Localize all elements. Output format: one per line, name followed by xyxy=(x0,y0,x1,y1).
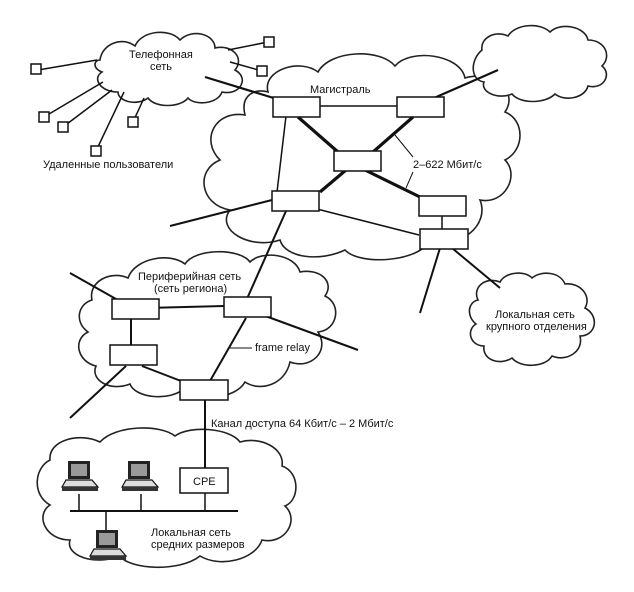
backbone-left-link xyxy=(169,199,273,227)
empty-cloud xyxy=(472,24,608,103)
phone-line xyxy=(227,41,269,51)
peripheral-switch xyxy=(109,344,158,366)
peripheral-switch xyxy=(223,296,272,318)
remote-user-terminal xyxy=(38,111,50,123)
backbone-high-speed-link xyxy=(318,168,348,194)
backbone-empty-cloud-link xyxy=(433,68,499,100)
peripheral-external-link xyxy=(259,313,359,351)
cpe-label: CPE xyxy=(193,476,216,488)
large-branch-lan-label: Локальная сеть xyxy=(495,309,575,321)
telephone-network-label: Телефонная xyxy=(129,49,193,61)
peripheral-network-label: Периферийная сеть xyxy=(138,271,241,283)
frame-relay-link xyxy=(209,317,247,382)
peripheral-external-link xyxy=(69,365,127,419)
backbone-high-speed-link xyxy=(371,115,415,154)
peripheral-external-link xyxy=(69,272,117,300)
backbone-link xyxy=(312,207,420,236)
remote-user-terminal xyxy=(57,121,69,133)
backbone-switch xyxy=(396,96,445,118)
phone-line xyxy=(37,59,98,71)
frame-relay-label: frame relay xyxy=(255,342,311,354)
backbone-down-link xyxy=(419,247,441,314)
backbone-switch xyxy=(271,190,320,212)
medium-lan-label: средних размеров xyxy=(151,539,245,551)
backbone-large-lan-link xyxy=(451,247,501,289)
workstation-icon xyxy=(88,530,128,560)
access-channel-label: Канал доступа 64 Кбит/с – 2 Мбит/с xyxy=(211,418,394,430)
peripheral-switch xyxy=(111,298,160,320)
phone-line xyxy=(43,81,104,118)
remote-user-terminal xyxy=(263,36,275,48)
backbone-speed-label: 2–622 Мбит/с xyxy=(413,159,482,171)
telephone-network-label: сеть xyxy=(150,61,172,73)
large-branch-lan-cloud xyxy=(468,272,596,367)
backbone-high-speed-link xyxy=(364,168,421,199)
phone-line xyxy=(95,91,125,152)
backbone-switch xyxy=(333,150,382,172)
cpe-device xyxy=(179,467,229,494)
backbone-high-speed-link xyxy=(296,115,340,154)
medium-lan-label: Локальная сеть xyxy=(151,527,231,539)
backbone-switch xyxy=(418,195,467,217)
remote-user-terminal xyxy=(127,116,139,128)
backbone-switch xyxy=(272,96,321,118)
large-branch-lan-label: крупного отделения xyxy=(486,321,587,333)
backbone-peripheral-link xyxy=(245,210,287,302)
workstation-icon xyxy=(120,461,160,491)
remote-user-terminal xyxy=(256,65,268,77)
speed-pointer xyxy=(405,171,414,189)
backbone-switch xyxy=(419,228,469,250)
remote-user-terminal xyxy=(30,63,42,75)
backbone-label: Магистраль xyxy=(310,84,371,96)
phone-line xyxy=(62,89,113,128)
peripheral-switch xyxy=(179,379,229,401)
remote-users-label: Удаленные пользователи xyxy=(43,159,173,171)
workstation-icon xyxy=(60,461,100,491)
backbone-link xyxy=(276,115,287,193)
speed-pointer xyxy=(394,134,414,158)
telephone-network-cloud xyxy=(94,31,244,107)
peripheral-link xyxy=(141,365,182,382)
peripheral-network-label: (сеть региона) xyxy=(154,283,227,295)
remote-user-terminal xyxy=(90,145,102,157)
